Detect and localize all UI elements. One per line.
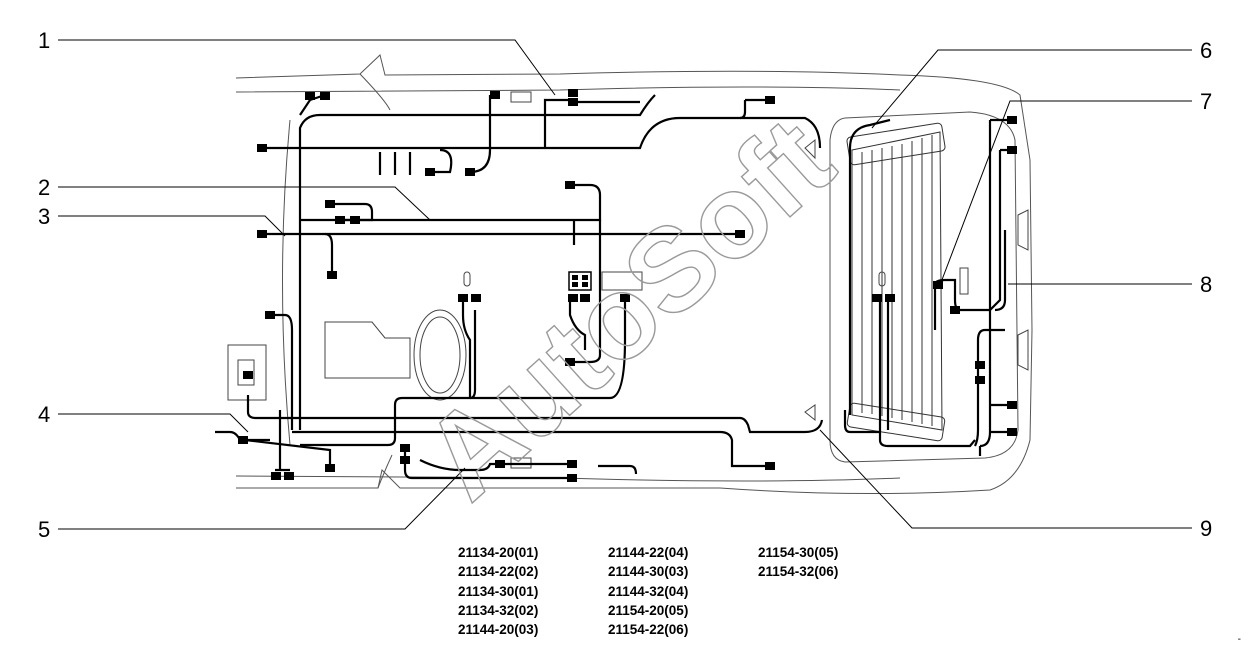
- model-code: 21154-22(06): [608, 622, 689, 638]
- callout-8: 8: [1200, 272, 1212, 297]
- callout-6: 6: [1200, 38, 1212, 63]
- model-code: 21144-20(03): [458, 622, 539, 638]
- model-code-column-3: 21154-30(05) 21154-32(06): [758, 543, 898, 639]
- model-code-column-1: 21134-20(01) 21134-22(02) 21134-30(01) 2…: [458, 543, 608, 639]
- watermark-text: AutoSoft: [399, 93, 857, 524]
- callout-2: 2: [38, 175, 50, 200]
- callout-leaders: [58, 39, 1192, 530]
- model-code: 21134-30(01): [458, 583, 539, 599]
- model-code: 21134-22(02): [458, 564, 539, 580]
- callout-9: 9: [1200, 516, 1212, 541]
- model-code: 21144-30(03): [608, 564, 689, 580]
- model-code: 21154-32(06): [758, 564, 839, 580]
- callout-1: 1: [38, 28, 50, 53]
- model-code: 21144-22(04): [608, 545, 689, 560]
- callout-5: 5: [38, 517, 50, 542]
- model-code: 21134-32(02): [458, 602, 539, 618]
- model-code: 21144-32(04): [608, 583, 689, 599]
- model-code: 21154-20(05): [608, 602, 689, 618]
- callout-7: 7: [1200, 89, 1212, 114]
- model-code: 21154-30(05): [758, 545, 839, 560]
- model-code-column-2: 21144-22(04) 21144-30(03) 21144-32(04) 2…: [608, 543, 758, 639]
- callout-4: 4: [38, 402, 50, 427]
- interior-fixtures: [227, 91, 1029, 469]
- model-code-list: 21134-20(01) 21134-22(02) 21134-30(01) 2…: [458, 543, 898, 639]
- callout-3: 3: [38, 204, 50, 229]
- connectors: [238, 89, 1017, 482]
- corner-mark: -: [1237, 634, 1241, 645]
- model-code: 21134-20(01): [458, 545, 539, 560]
- car-body-outline: [235, 54, 1033, 495]
- rear-window-heater-grid: [846, 122, 946, 442]
